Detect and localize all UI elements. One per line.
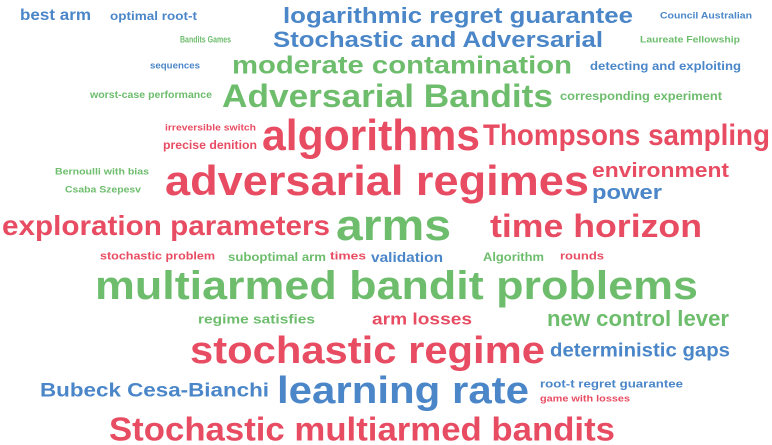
word: Algorithm <box>483 250 544 264</box>
word: stochastic regime <box>190 330 545 372</box>
word: validation <box>371 249 443 265</box>
word: sequences <box>150 60 200 71</box>
word: root-t regret guarantee <box>540 378 683 391</box>
word: detecting and exploiting <box>590 59 741 73</box>
word: Laureate Fellowship <box>640 34 740 45</box>
word: arms <box>336 201 451 250</box>
word: environment <box>592 160 729 182</box>
word: worst-case performance <box>90 90 212 101</box>
word: arm losses <box>372 309 472 329</box>
word: moderate contamination <box>232 51 572 79</box>
word: deterministic gaps <box>550 340 730 362</box>
word: stochastic problem <box>100 250 215 263</box>
word: Bubeck Cesa-Bianchi <box>40 380 269 402</box>
word: irreversible switch <box>165 122 256 133</box>
word: algorithms <box>262 111 480 160</box>
word: best arm <box>20 7 91 24</box>
word: Stochastic multiarmed bandits <box>109 410 615 445</box>
word: new control lever <box>547 306 729 331</box>
word: Thompsons sampling <box>483 119 770 152</box>
word: suboptimal arm <box>228 250 326 264</box>
word: adversarial regimes <box>165 157 589 204</box>
word: corresponding experiment <box>560 89 722 103</box>
word: rounds <box>560 250 604 263</box>
word: power <box>592 182 662 204</box>
word: Stochastic and Adversarial <box>273 27 603 52</box>
word: Bernoulli with bias <box>55 166 149 177</box>
word: learning rate <box>277 370 529 412</box>
word: logarithmic regret guarantee <box>283 3 633 28</box>
word: exploration parameters <box>2 210 330 241</box>
word: precise denition <box>163 138 257 152</box>
word: Bandits Games <box>180 34 231 45</box>
word: optimal root-t <box>110 9 197 23</box>
word: Csaba Szepesv <box>65 184 141 195</box>
word: game with losses <box>540 393 630 404</box>
word: times <box>330 250 366 263</box>
word: regime satisfies <box>198 311 315 327</box>
word: Council Australian <box>660 10 752 21</box>
word: Adversarial Bandits <box>222 78 553 114</box>
word: time horizon <box>490 208 702 244</box>
word: multiarmed bandit problems <box>95 264 698 308</box>
